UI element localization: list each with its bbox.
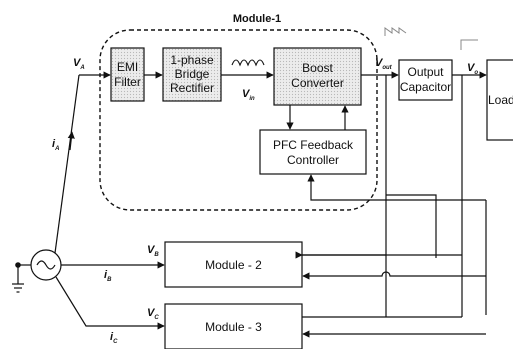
ia-current-arrow [67,131,75,151]
rectified-wave-icon [231,59,265,67]
boost-converter-label-1: Boost [302,61,333,75]
ripple-wave-icon [384,27,407,36]
pfc-controller-label-2: Controller [287,153,339,167]
boost-converter-block [273,47,362,106]
ia-label: iA [52,138,59,152]
module-2-label: Module - 2 [205,258,262,272]
module-1-boundary [99,29,378,211]
va-label: VA [73,57,85,71]
dc-output-wave-icon [460,39,478,50]
ic-label: iC [110,331,118,345]
boost-converter-label-2: Converter [291,76,344,90]
pfc-feedback-line [307,174,486,201]
load-label: Load [488,93,513,107]
module-2-block [164,241,303,288]
ac-source-wave-icon [36,260,56,270]
pfc-controller-block [259,129,367,175]
vb-label: VB [147,244,159,258]
output-capacitor-block [398,59,453,101]
bridge-rectifier-label-2: Bridge [175,67,210,81]
vout-label: Vout [375,57,393,71]
bridge-rectifier-label-3: Rectifier [170,81,214,95]
output-capacitor-label-1: Output [407,65,444,79]
module-1-title: Module-1 [233,13,281,25]
vo-label: Vo [467,62,478,76]
emi-filter-label-1: EMI [117,60,138,74]
module-2-feedback-line [302,271,486,280]
phase-c-line [55,276,165,330]
module-3-label: Module - 3 [205,320,262,334]
load-block [486,59,513,141]
bridge-rectifier-block [162,47,222,102]
feedback-bus-top [386,194,437,258]
module-3-block [164,303,303,349]
vc-label: VC [147,307,159,321]
pfc-controller-label-1: PFC Feedback [273,138,354,152]
output-capacitor-label-2: Capacitor [400,80,451,94]
phase-a-line [54,74,80,254]
vin-label: Vin [242,88,255,102]
bridge-rectifier-label-1: 1-phase [170,53,214,67]
ib-label: iB [104,269,112,283]
emi-filter-label-2: Filter [114,75,141,89]
